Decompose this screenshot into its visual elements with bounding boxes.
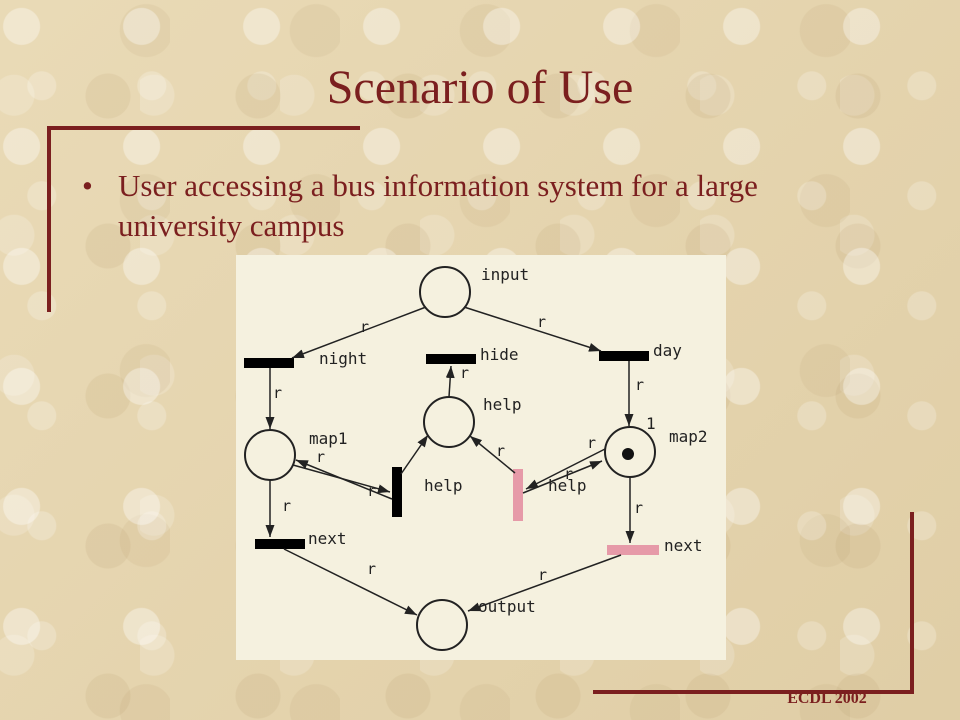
arc-input-to-day <box>463 306 602 352</box>
transition-day <box>599 351 649 361</box>
bullet-dot: • <box>82 168 93 203</box>
arc-label-map2-help-bottom: r <box>564 465 573 483</box>
arc-help-left-to-map1 <box>295 459 393 500</box>
arc-label-map1-help-top: r <box>316 448 325 466</box>
label-output: output <box>478 597 536 616</box>
label-token-count: 1 <box>646 414 656 433</box>
top-left-frame-vertical <box>47 126 51 312</box>
transition-next-right <box>607 545 659 555</box>
slide-title: Scenario of Use <box>326 61 634 114</box>
arc-label-night-map1: r <box>273 384 282 402</box>
label-map2: map2 <box>669 427 708 446</box>
transition-hide <box>426 354 476 364</box>
arc-next-left-to-output <box>283 548 418 616</box>
footer-text: ECDL 2002 <box>787 690 867 707</box>
place-output <box>416 599 468 651</box>
label-help-place: help <box>483 395 522 414</box>
bottom-right-frame-horizontal <box>593 690 914 694</box>
arc-label-help-right-help: r <box>496 442 505 460</box>
arc-label-input-night: r <box>360 318 369 336</box>
label-map1: map1 <box>309 429 348 448</box>
place-input <box>419 266 471 318</box>
arc-label-next-output-left: r <box>367 560 376 578</box>
arc-label-input-day: r <box>537 313 546 331</box>
transition-help-left <box>392 467 402 517</box>
label-help-right-transition: help <box>548 476 587 495</box>
arc-label-map2-next: r <box>634 499 643 517</box>
top-left-frame-horizontal <box>47 126 360 130</box>
bottom-right-frame-vertical <box>910 512 914 694</box>
arc-label-map1-help-bottom: r <box>367 482 376 500</box>
arc-help-right-to-help <box>469 435 516 474</box>
arc-label-day-map2: r <box>635 376 644 394</box>
petri-net-svg: input night hide day help map1 map2 help… <box>244 265 708 651</box>
arc-help-to-hide <box>445 365 455 398</box>
transition-next-left <box>255 539 305 549</box>
petri-net-diagram: input night hide day help map1 map2 help… <box>236 255 726 660</box>
label-night: night <box>319 349 367 368</box>
arc-help-left-to-help <box>400 434 429 475</box>
arc-label-map1-next: r <box>282 497 291 515</box>
place-help <box>423 396 475 448</box>
transition-night <box>244 358 294 368</box>
arc-input-to-night <box>291 306 427 359</box>
arc-label-next-output-right: r <box>538 566 547 584</box>
bullet-item: • User accessing a bus information syste… <box>82 166 872 246</box>
arc-next-right-to-output <box>467 554 622 612</box>
arc-map2-to-help-right <box>525 448 606 490</box>
token-map2 <box>622 448 634 460</box>
label-input: input <box>481 265 529 284</box>
label-help-left-transition: help <box>424 476 463 495</box>
place-map1 <box>244 429 296 481</box>
label-hide: hide <box>480 345 519 364</box>
label-next-right: next <box>664 536 703 555</box>
label-next-left: next <box>308 529 347 548</box>
transition-help-right <box>513 469 523 521</box>
label-day: day <box>653 341 682 360</box>
arc-label-help-hide: r <box>460 364 469 382</box>
bullet-text: User accessing a bus information system … <box>118 168 758 243</box>
arc-label-map2-help-top: r <box>587 434 596 452</box>
arc-help-right-to-map2 <box>522 460 603 494</box>
